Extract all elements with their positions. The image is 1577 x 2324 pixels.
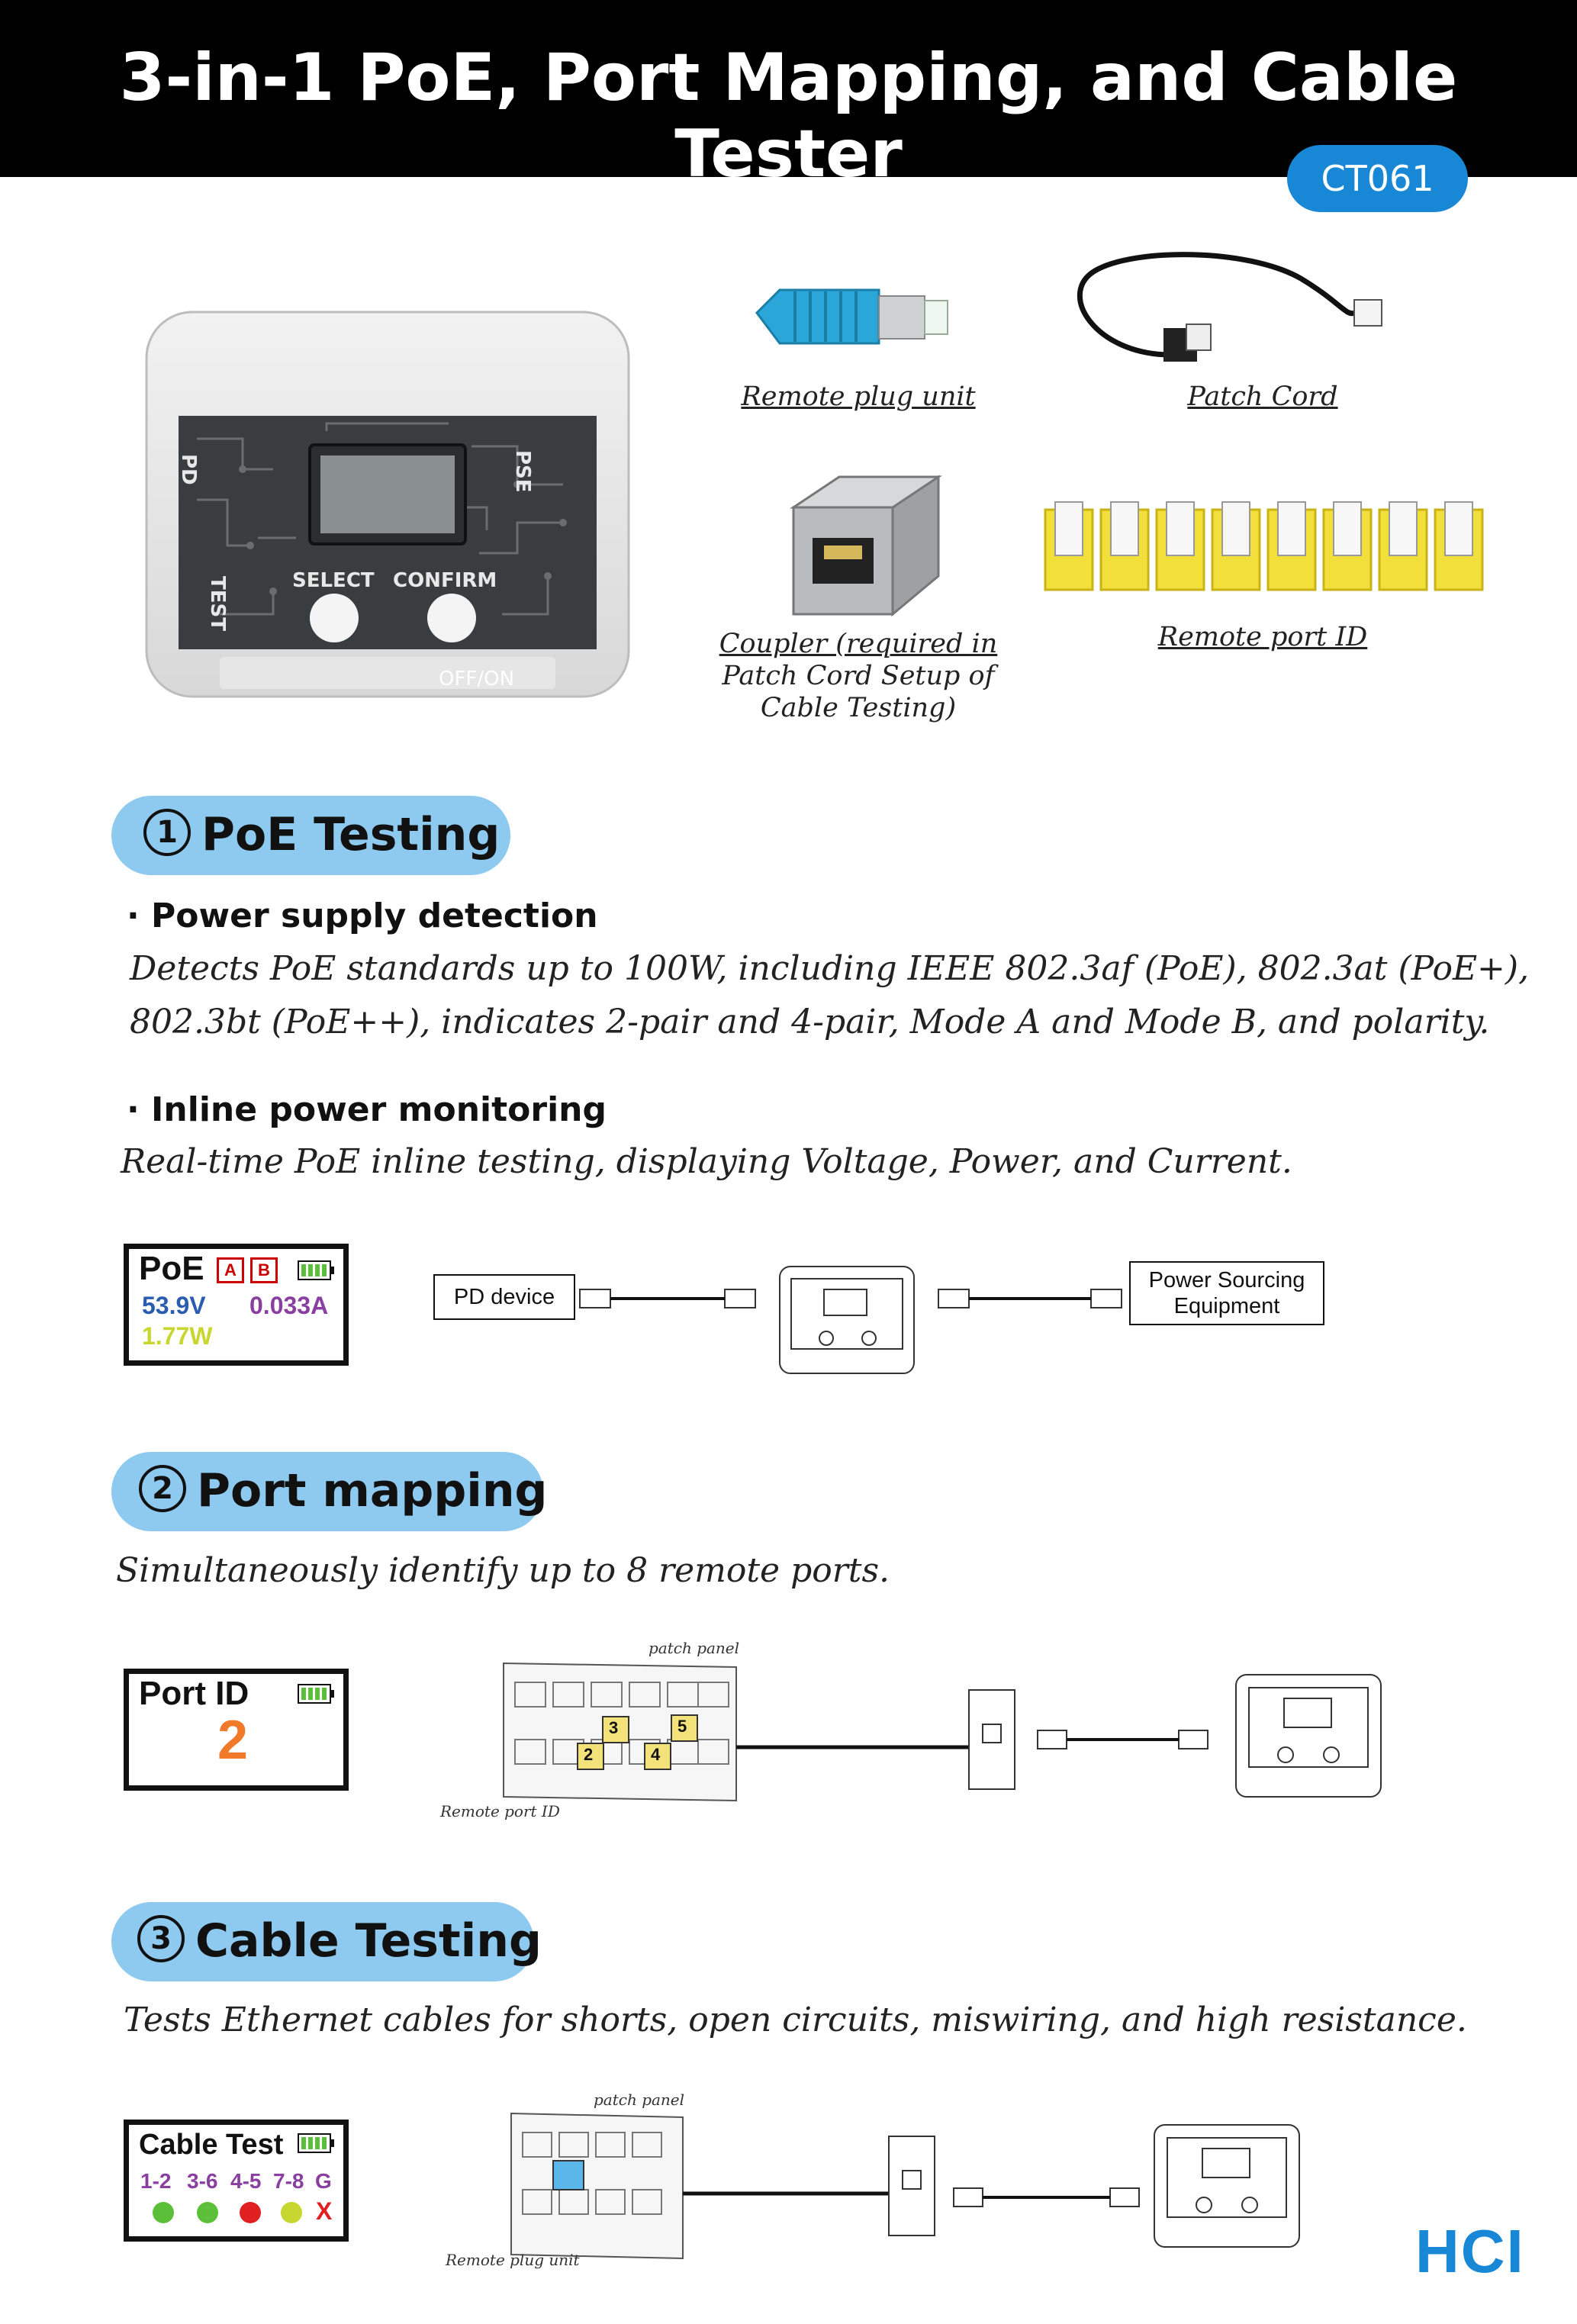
battery-icon [298, 1259, 336, 1285]
patch-cord-caption: Patch Cord [1187, 381, 1338, 412]
remote-port-id-caption: Remote port ID [1157, 622, 1368, 652]
remote-port-plug-label-2: 2 [584, 1745, 594, 1764]
port-id-value: 2 [217, 1710, 249, 1771]
device-confirm-label: CONFIRM [393, 569, 497, 592]
poe-lcd-title: PoE [139, 1250, 204, 1287]
mode-a-badge: A [217, 1257, 244, 1283]
desc-cable-testing: Tests Ethernet cables for shorts, open c… [124, 2001, 1467, 2039]
status-dot-7-8 [281, 2202, 302, 2223]
pair-label-7-8: 7-8 [273, 2169, 304, 2193]
voltage-value: 53.9V [142, 1292, 206, 1319]
coupler-image [786, 462, 954, 622]
desc-inline-power: Real-time PoE inline testing, displaying… [121, 1142, 1292, 1181]
hci-logo: HCI [1415, 2217, 1525, 2285]
device-power-label: OFF/ON [439, 668, 515, 690]
ground-fail-x: X [316, 2197, 333, 2225]
desc-port-mapping: Simultaneously identify up to 8 remote p… [116, 1551, 890, 1590]
port-mapping-diagram [500, 1648, 1392, 1812]
pair-label-g: G [315, 2169, 332, 2193]
device-select-label: SELECT [292, 569, 375, 592]
patch-panel-label: patch panel [649, 1639, 740, 1657]
pair-label-4-5: 4-5 [230, 2169, 262, 2193]
remote-port-plug-label-4: 4 [651, 1745, 661, 1764]
remote-port-id-image [1041, 494, 1495, 597]
poe-lcd-display [124, 1244, 349, 1366]
battery-icon [298, 1682, 336, 1708]
remote-port-plug-label-3: 3 [609, 1718, 619, 1737]
cable-testing-diagram [507, 2106, 1316, 2270]
status-dot-4-5 [240, 2202, 261, 2223]
pd-device-box: PD device [433, 1274, 575, 1320]
patch-panel-label: patch panel [594, 2091, 685, 2109]
device-label-pse: PSE [511, 450, 534, 493]
page-title: 3-in-1 PoE, Port Mapping, and Cable Test… [119, 40, 1458, 192]
remote-plug-unit-label: Remote plug unit [446, 2251, 580, 2269]
device-label-test: TEST [206, 576, 229, 631]
desc-power-supply-line1: Detects PoE standards up to 100W, includ… [130, 949, 1530, 988]
remote-port-plug-label-5: 5 [677, 1717, 687, 1736]
poe-connection-diagram [572, 1259, 1129, 1381]
remote-plug-caption: Remote plug unit [741, 381, 976, 412]
status-dot-1-2 [153, 2202, 174, 2223]
status-dot-3-6 [197, 2202, 218, 2223]
remote-plug-image [749, 267, 955, 359]
device-label-pd: PD [177, 454, 200, 485]
coupler-caption: Coupler (required in Patch Cord Setup of… [719, 629, 998, 723]
pair-label-3-6: 3-6 [187, 2169, 218, 2193]
power-value: 1.77W [142, 1322, 213, 1350]
cable-test-lcd-title: Cable Test [139, 2129, 284, 2161]
bullet-power-supply-detection: · Power supply detection [127, 896, 598, 935]
bullet-inline-power-monitoring: · Inline power monitoring [127, 1090, 607, 1129]
mode-b-badge: B [250, 1257, 278, 1283]
port-id-lcd-title: Port ID [139, 1675, 249, 1712]
tester-device-image [143, 309, 632, 700]
battery-icon [298, 2132, 336, 2158]
pair-label-1-2: 1-2 [140, 2169, 172, 2193]
patch-cord-image [1049, 240, 1396, 374]
remote-port-id-label: Remote port ID [440, 1802, 560, 1820]
model-badge: CT061 [1287, 145, 1468, 212]
desc-power-supply-line2: 802.3bt (PoE++), indicates 2-pair and 4-… [130, 1003, 1490, 1041]
current-value: 0.033A [249, 1292, 329, 1319]
